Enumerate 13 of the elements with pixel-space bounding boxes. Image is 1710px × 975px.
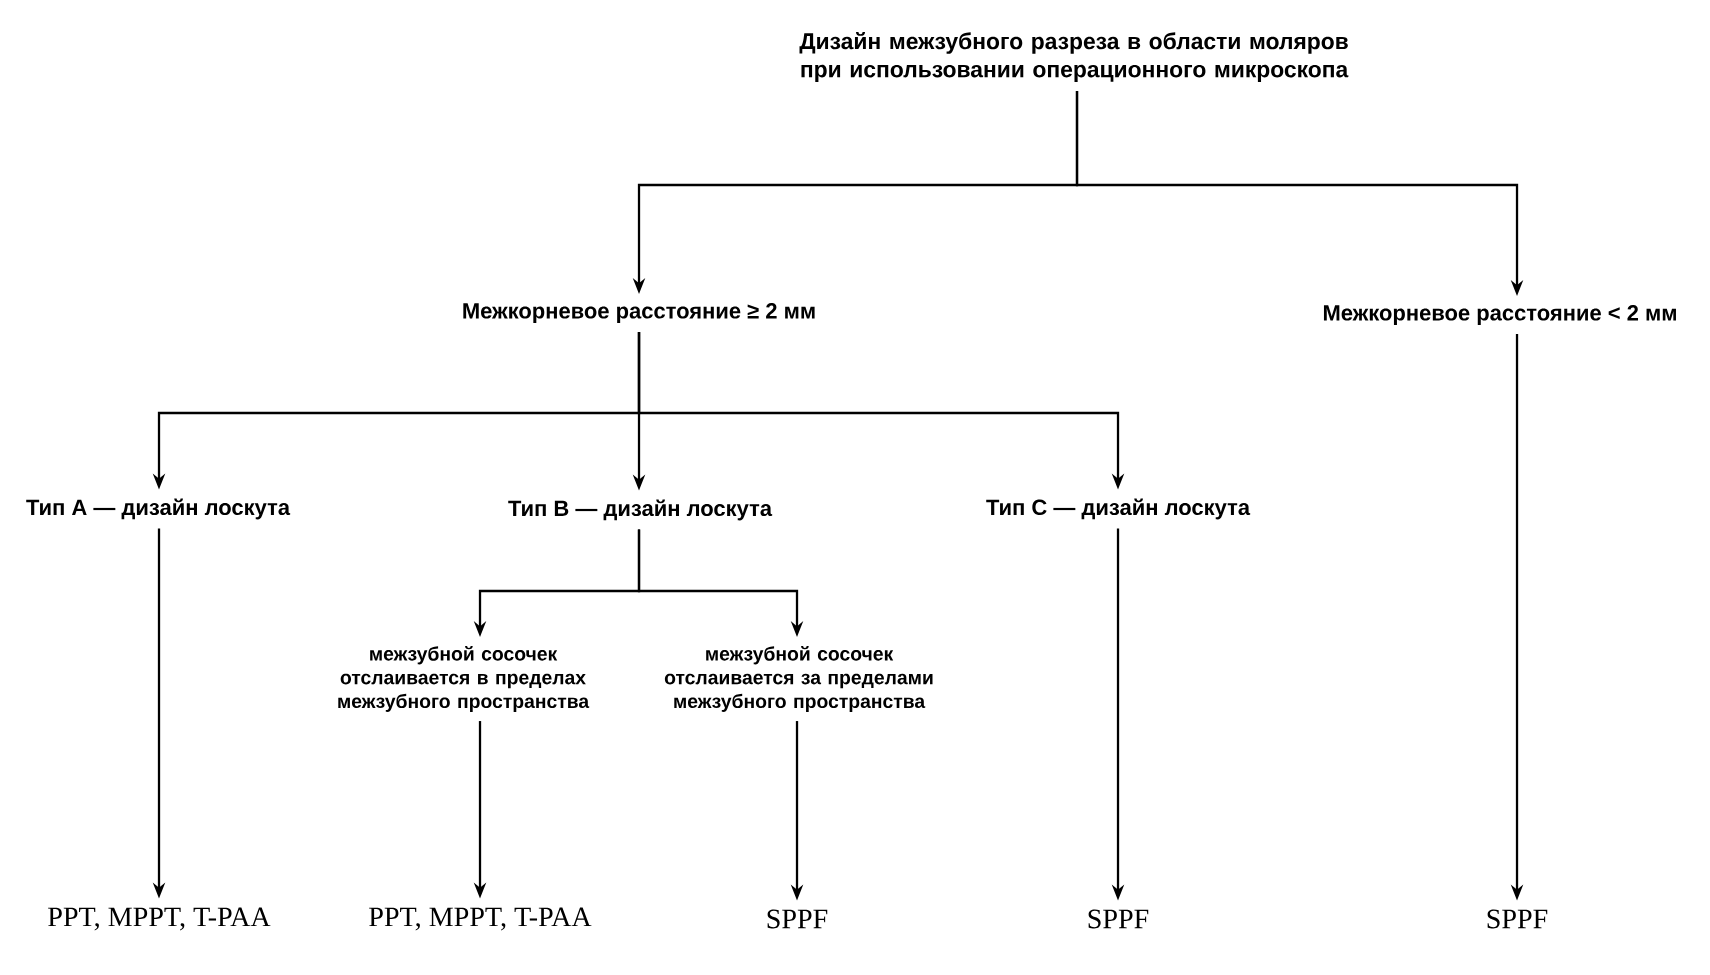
result-label: PPT, MPPT, T-PAA (48, 907, 271, 931)
result-label: SPPF (1487, 909, 1548, 929)
result-label: SPPF (1088, 909, 1149, 929)
node-label: Тип A — дизайн лоскута (26, 498, 291, 520)
node-label: Тип C — дизайн лоскута (986, 498, 1251, 520)
heading-text: Дизайн межзубного разреза в области моляров при использовании операционного микроскопа (799, 32, 1349, 82)
node-label: Межкорневое расстояние < 2 мм (1323, 305, 1676, 325)
node-label: межзубной сосочек отслаивается за пределами межзубного пространства (664, 646, 933, 712)
node-label: межзубной сосочек отслаивается в пределах межзубного пространства (338, 646, 590, 712)
result-label: SPPF (767, 909, 828, 929)
result-label: PPT, MPPT, T-PAA (369, 907, 592, 931)
node-label: Межкорневое расстояние ≥ 2 мм (463, 303, 815, 323)
node-label: Тип B — дизайн лоскута (508, 499, 773, 521)
